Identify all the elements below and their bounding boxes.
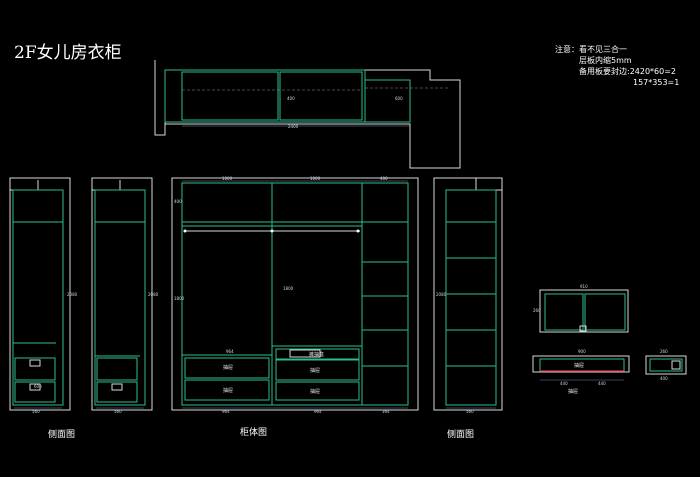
- svg-text:964: 964: [226, 349, 234, 354]
- caption-side-view-left: 侧面图: [48, 430, 76, 440]
- svg-text:600: 600: [34, 384, 42, 389]
- svg-text:260: 260: [660, 349, 668, 354]
- svg-text:560: 560: [466, 409, 474, 414]
- svg-text:2080: 2080: [436, 292, 447, 297]
- svg-text:1800: 1800: [283, 286, 294, 291]
- notes-block: 注意：看不见三合一 层板内缩5mm 备用板要封边:2420*60=2 157*3…: [555, 44, 679, 88]
- svg-text:400: 400: [380, 176, 388, 181]
- drawer-label: 裤抽盒: [309, 351, 324, 358]
- svg-text:2400: 2400: [288, 124, 299, 129]
- svg-text:964: 964: [314, 409, 322, 414]
- note-line-3: 备用板要封边:2420*60=2: [579, 67, 677, 76]
- svg-text:400: 400: [660, 376, 668, 381]
- svg-text:1000: 1000: [310, 176, 321, 181]
- caption-side-view-right: 侧面图: [447, 430, 475, 440]
- drawer-label: 抽屉: [223, 387, 233, 394]
- drawer-label: 抽屉: [568, 388, 578, 395]
- note-line-4: 157*353=1: [633, 78, 680, 87]
- svg-text:964: 964: [222, 409, 230, 414]
- svg-text:2080: 2080: [148, 292, 159, 297]
- drawer-detail-section: 440 440 900: [532, 349, 630, 386]
- svg-text:560: 560: [114, 409, 122, 414]
- drawer-label: 抽屉: [223, 364, 233, 371]
- svg-text:900: 900: [578, 349, 586, 354]
- svg-text:1800: 1800: [174, 296, 185, 301]
- drawer-profile: 260 400: [645, 349, 687, 381]
- svg-text:440: 440: [598, 381, 606, 386]
- drawer-detail-front: 910 260: [533, 284, 629, 333]
- drawer-label: 抽屉: [310, 388, 320, 395]
- svg-text:2080: 2080: [67, 292, 78, 297]
- svg-text:400: 400: [287, 96, 295, 101]
- svg-text:910: 910: [580, 284, 588, 289]
- side-view-right: 560 2080: [433, 177, 503, 414]
- side-view-left-1: 600 560 2080: [9, 177, 78, 414]
- drawing-title: 2F女儿房衣柜: [14, 43, 122, 63]
- cabinet-body-view: 1000 1000 400 964 964 364 1800 1800 964 …: [171, 176, 419, 414]
- svg-text:364: 364: [382, 409, 390, 414]
- caption-body-view: 柜体图: [240, 428, 268, 438]
- note-line-1: 注意：看不见三合一: [555, 45, 627, 54]
- svg-text:260: 260: [533, 308, 541, 313]
- svg-text:1000: 1000: [222, 176, 233, 181]
- svg-text:560: 560: [32, 409, 40, 414]
- svg-text:440: 440: [560, 381, 568, 386]
- note-line-2: 层板内缩5mm: [579, 56, 632, 65]
- top-plan-view: 2400 400 600: [154, 60, 461, 169]
- drawer-label: 抽屉: [574, 362, 584, 369]
- drawer-label: 抽屉: [310, 367, 320, 374]
- svg-text:600: 600: [395, 96, 403, 101]
- svg-text:400: 400: [174, 199, 182, 204]
- side-view-left-2: 560 2080: [91, 177, 159, 414]
